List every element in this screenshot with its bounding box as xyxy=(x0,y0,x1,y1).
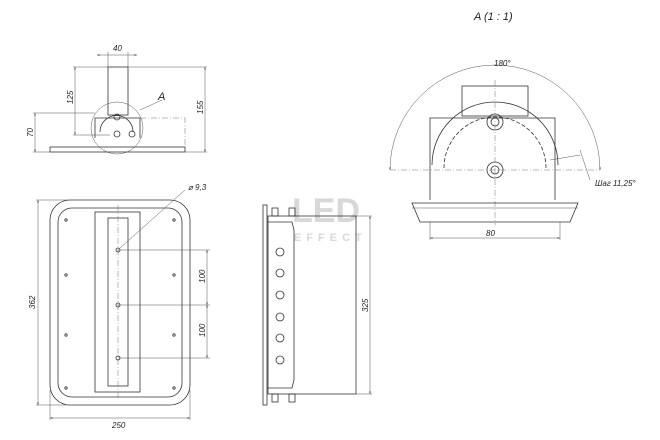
watermark-effect: EFFECT xyxy=(294,232,367,244)
dim-40: 40 xyxy=(113,44,122,53)
top-view: 40 125 155 70 A xyxy=(26,44,207,155)
dim-step: Шаг 11,25° xyxy=(595,179,636,188)
detail-a-title: A (1 : 1) xyxy=(473,11,513,23)
dim-hole-diameter: ⌀ 9,3 xyxy=(188,183,207,192)
dim-325: 325 xyxy=(361,298,370,312)
detail-a-view: A (1 : 1) 180° Шаг 11,25° 80 xyxy=(389,11,636,240)
watermark-led: LED xyxy=(292,192,360,230)
dim-180-deg: 180° xyxy=(494,59,511,68)
front-view: ⌀ 9,3 100 100 362 250 xyxy=(28,183,210,430)
dim-100-upper: 100 xyxy=(198,269,207,283)
detail-label-a: A xyxy=(157,91,165,103)
dim-125: 125 xyxy=(66,90,75,104)
detail-circle xyxy=(90,101,144,155)
dim-80: 80 xyxy=(486,229,495,238)
side-view: 325 xyxy=(262,204,372,406)
dim-362: 362 xyxy=(28,295,37,309)
dim-70: 70 xyxy=(26,128,35,137)
dim-100-lower: 100 xyxy=(198,323,207,337)
watermark-logo: LED EFFECT xyxy=(292,192,367,244)
dim-250: 250 xyxy=(111,421,126,430)
dim-155: 155 xyxy=(196,100,205,114)
